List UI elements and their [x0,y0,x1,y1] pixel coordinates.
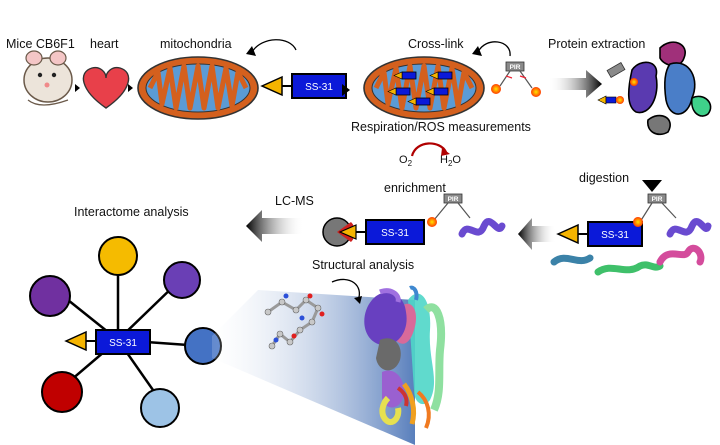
zoom-beam [212,290,415,445]
mitochondrion-crosslinked-icon [363,56,485,120]
ss31-tag-3: SS-31 [381,228,409,239]
digestion-down-arrow [642,180,662,192]
heart-icon [82,66,130,109]
pir-tag-2: PIR [652,196,663,203]
extracted-proteins-icon [597,41,712,136]
mice-label: Mice CB6F1 [6,37,75,51]
protein-complex-structure [364,285,445,429]
respiration-arrow [410,142,447,157]
arrow-3 [342,84,350,96]
arrow-2 [128,84,133,92]
o2-formula: O2 [399,154,413,168]
node-lightblue [140,388,180,428]
uptake-curve-arrow [251,39,297,53]
arrow-1 [75,84,80,92]
arrow-4 [548,70,602,98]
ss31-peptide-digested: SS-31 PIR [556,193,712,247]
digested-peptides [550,244,705,276]
protein-extraction-label: Protein extraction [548,37,645,51]
mitochondrion-icon [137,56,259,120]
pir-tag-1: PIR [510,64,521,71]
ss31-tag-1: SS-31 [305,82,333,93]
ss31-tag-2: SS-31 [601,230,629,241]
interactome-network [29,236,222,428]
lcms-label: LC-MS [275,194,314,208]
digestion-label: digestion [579,171,629,185]
node-purple [29,275,71,317]
reactive-star [491,84,501,94]
mouse-icon [23,50,73,106]
ss31-tag-4: SS-31 [109,338,137,349]
mitochondria-label: mitochondria [160,37,232,51]
reactive-star [531,87,541,97]
pir-crosslinker-1: PIR [491,61,541,97]
arrow-5 [518,218,556,250]
node-violet [163,261,201,299]
node-gold [98,236,138,276]
ss31-probe-1: SS-31 [260,73,347,99]
pir-tag-3: PIR [448,196,459,203]
ss31-molecule-model [264,293,325,350]
h2o-formula: H2O [440,154,461,168]
heart-label: heart [90,37,119,51]
structural-label: Structural analysis [312,258,414,272]
respiration-label: Respiration/ROS measurements [351,120,531,134]
interactome-label: Interactome analysis [74,205,189,219]
enrichment-label: enrichment [384,181,446,195]
node-red [41,371,83,413]
crosslink-label: Cross-link [408,37,464,51]
ss31-probe-hub: SS-31 [64,329,151,355]
arrow-6 [246,210,304,242]
enrichment-bead-complex: SS-31 PIR [322,193,506,247]
